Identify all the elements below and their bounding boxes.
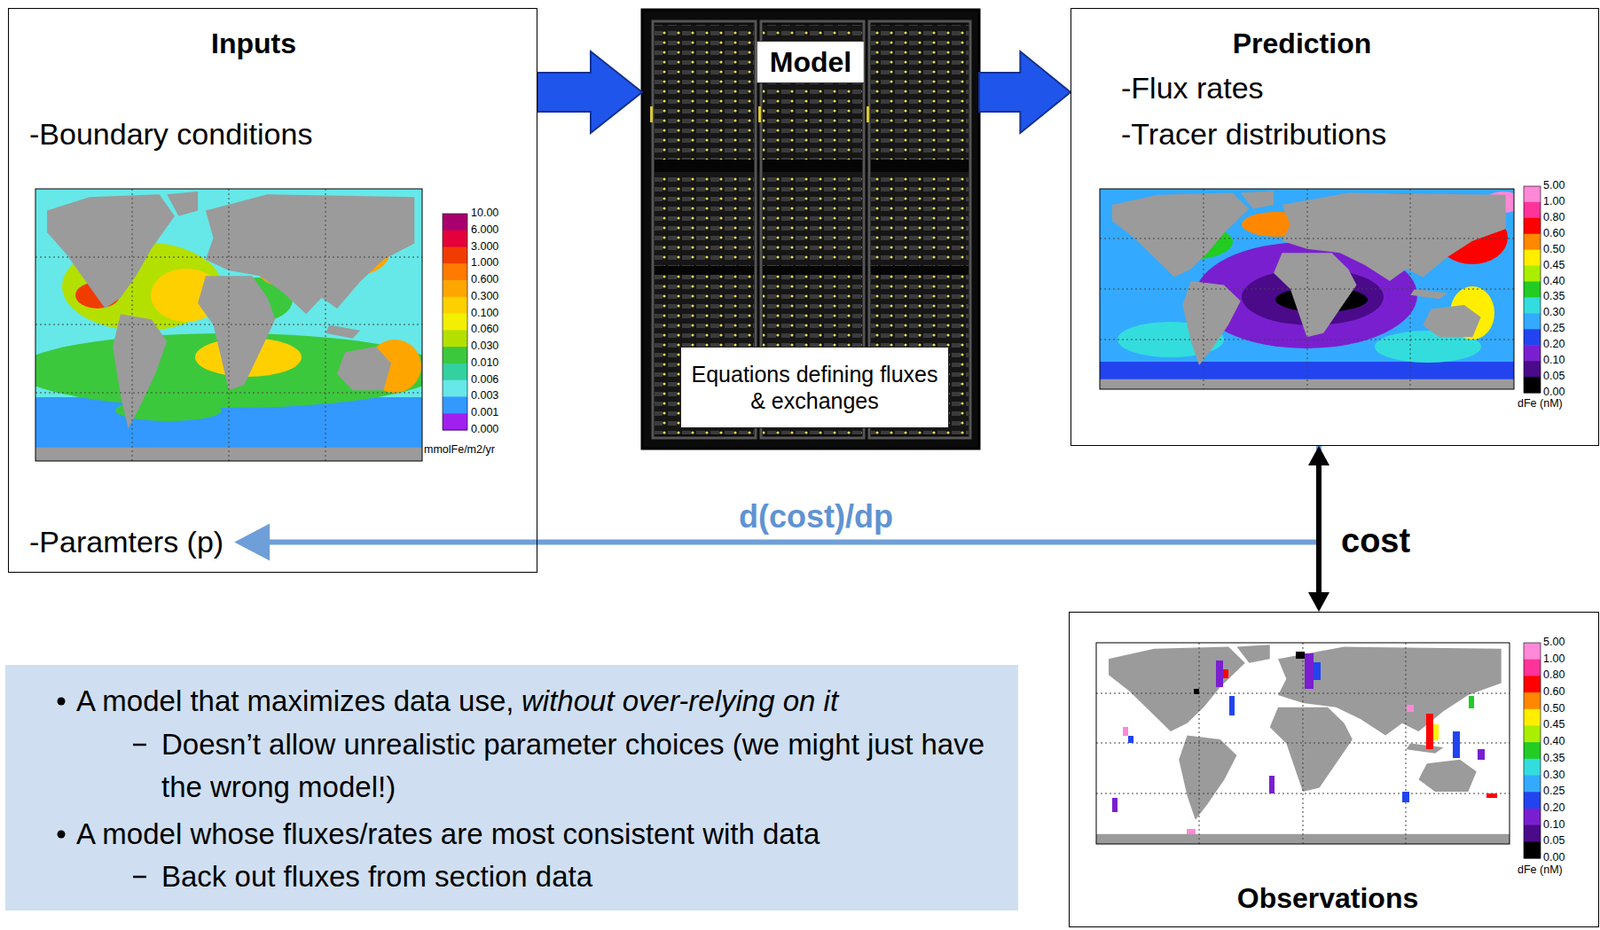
colorbar-tick: 0.20	[1543, 338, 1565, 352]
bullet-text: A model that maximizes data use,	[76, 683, 514, 720]
colorbar-tick: 0.10	[1543, 354, 1565, 368]
observations-map	[1096, 643, 1510, 845]
colorbar-tick: 6.000	[470, 224, 499, 237]
colorbar-tick: 0.003	[470, 391, 499, 404]
sub-bullet-text: Doesn’t allow unrealistic parameter choi…	[161, 723, 996, 809]
equations-text: Equations defining fluxes & exchanges	[690, 360, 940, 415]
colorbar-tick: 0.35	[1543, 291, 1565, 305]
colorbar-tick: 5.00	[1543, 180, 1565, 193]
sub-bullet-text: Back out fluxes from section data	[161, 859, 593, 895]
equations-box: Equations defining fluxes & exchanges	[680, 346, 950, 429]
prediction-item: -Tracer distributions	[1121, 116, 1387, 153]
colorbar-tick: 0.50	[1543, 703, 1565, 716]
server-rack	[642, 9, 980, 449]
colorbar-tick: 0.05	[1543, 835, 1565, 848]
colorbar	[1523, 643, 1541, 859]
colorbar-tick: 0.45	[1543, 720, 1565, 733]
panel-title: Observations	[1237, 881, 1420, 916]
input-map	[15, 188, 442, 462]
colorbar-tick: 10.00	[470, 207, 499, 220]
colorbar-tick: 0.060	[470, 324, 499, 338]
prediction-panel: Prediction -Flux rates -Tracer distributio…	[1070, 7, 1600, 447]
colorbar-tick: 0.60	[1543, 686, 1565, 699]
colorbar-tick: 0.600	[470, 274, 499, 287]
colorbar-tick: 0.45	[1543, 259, 1565, 273]
colorbar-tick: 0.100	[470, 307, 499, 321]
colorbar-tick: 0.50	[1543, 243, 1565, 257]
colorbar-tick: 0.300	[470, 290, 499, 304]
input-panel: Inputs -Boundary conditions -Paramters (p)	[7, 7, 538, 573]
colorbar-tick: 0.006	[470, 374, 499, 387]
colorbar	[1523, 186, 1541, 393]
colorbar	[442, 213, 468, 432]
colorbar-tick: 0.00	[1543, 852, 1565, 865]
gradient-arrow	[234, 446, 1319, 561]
panel-title: Prediction	[1232, 26, 1372, 61]
colorbar-tick: 0.40	[1543, 275, 1565, 289]
colorbar-tick: 0.010	[470, 357, 499, 370]
summary-box: A model that maximizes data use,without …	[5, 665, 1019, 911]
model-rack: ModelEquations defining fluxes & exchang…	[642, 9, 980, 449]
observations-panel: Observations	[1068, 611, 1600, 928]
panel-title: Inputs	[211, 26, 297, 61]
colorbar-tick: 1.000	[470, 257, 499, 270]
unit-label: mmolFe/m2/yr	[423, 444, 495, 457]
colorbar-tick: 0.000	[470, 423, 499, 437]
colorbar-tick: 1.00	[1543, 653, 1565, 667]
edge-label: d(cost)/dp	[738, 498, 894, 535]
colorbar-tick: 0.05	[1543, 370, 1565, 384]
prediction-map	[1099, 188, 1523, 390]
unit-label: dFe (nM)	[1517, 864, 1563, 878]
bullet-text: A model whose fluxes/rates are most cons…	[76, 816, 820, 853]
flow-arrow	[979, 51, 1071, 134]
unit-label: dFe (nM)	[1517, 398, 1563, 411]
colorbar-tick: 0.00	[1543, 386, 1565, 400]
colorbar-tick: 0.20	[1543, 802, 1565, 816]
colorbar-tick: 0.25	[1543, 785, 1565, 799]
cost-arrow	[1308, 446, 1330, 612]
colorbar-tick: 0.10	[1543, 819, 1565, 832]
flow-arrow	[537, 51, 643, 134]
colorbar-tick: 0.001	[470, 407, 499, 420]
colorbar-tick: 0.35	[1543, 752, 1565, 766]
colorbar-tick: 0.030	[470, 340, 499, 353]
colorbar-tick: 0.80	[1543, 211, 1565, 225]
input-item: -Boundary conditions	[29, 116, 313, 153]
colorbar-tick: 0.30	[1543, 769, 1565, 783]
colorbar-tick: 0.60	[1543, 227, 1565, 241]
colorbar-tick: 3.000	[470, 241, 499, 254]
colorbar-tick: 0.80	[1543, 670, 1565, 683]
bullet-text: without over-relying on it	[521, 683, 839, 720]
colorbar-tick: 0.30	[1543, 306, 1565, 320]
edge-label: cost	[1341, 523, 1411, 563]
colorbar-tick: 0.25	[1543, 322, 1565, 336]
input-item: -Paramters (p)	[29, 524, 224, 561]
model-label: Model	[756, 40, 865, 84]
colorbar-tick: 1.00	[1543, 196, 1565, 209]
colorbar-tick: 5.00	[1543, 636, 1565, 650]
prediction-item: -Flux rates	[1121, 70, 1264, 107]
colorbar-tick: 0.40	[1543, 736, 1565, 749]
summary-background	[5, 665, 1019, 911]
